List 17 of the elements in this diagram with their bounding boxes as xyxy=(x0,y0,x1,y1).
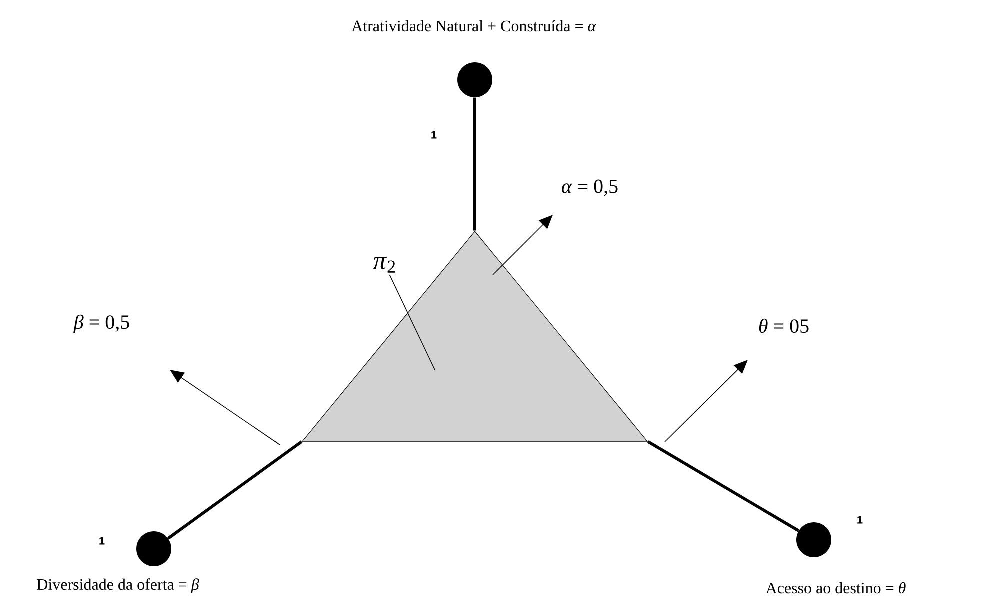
value-label: θ = 05 xyxy=(759,318,809,334)
connector-line xyxy=(474,98,476,231)
value-label: α = 0,5 xyxy=(562,180,618,196)
circle-marker xyxy=(136,532,172,566)
circle-marker xyxy=(458,62,492,98)
number-mark: 1 xyxy=(858,516,863,524)
connector-line xyxy=(167,440,303,540)
connector-line xyxy=(647,440,800,532)
leader-line xyxy=(389,274,436,370)
caption-text: Atratividade Natural + Construída = α xyxy=(352,20,596,32)
caption-text: Acesso ao destino = θ xyxy=(766,582,906,594)
value-label: β = 0,5 xyxy=(74,314,130,334)
number-mark: 1 xyxy=(432,131,437,139)
number-mark: 1 xyxy=(100,537,105,545)
pi-label: π$_{2}$ xyxy=(374,257,396,273)
circle-marker xyxy=(796,522,832,558)
caption-text: Diversidade da oferta = β xyxy=(37,578,200,594)
